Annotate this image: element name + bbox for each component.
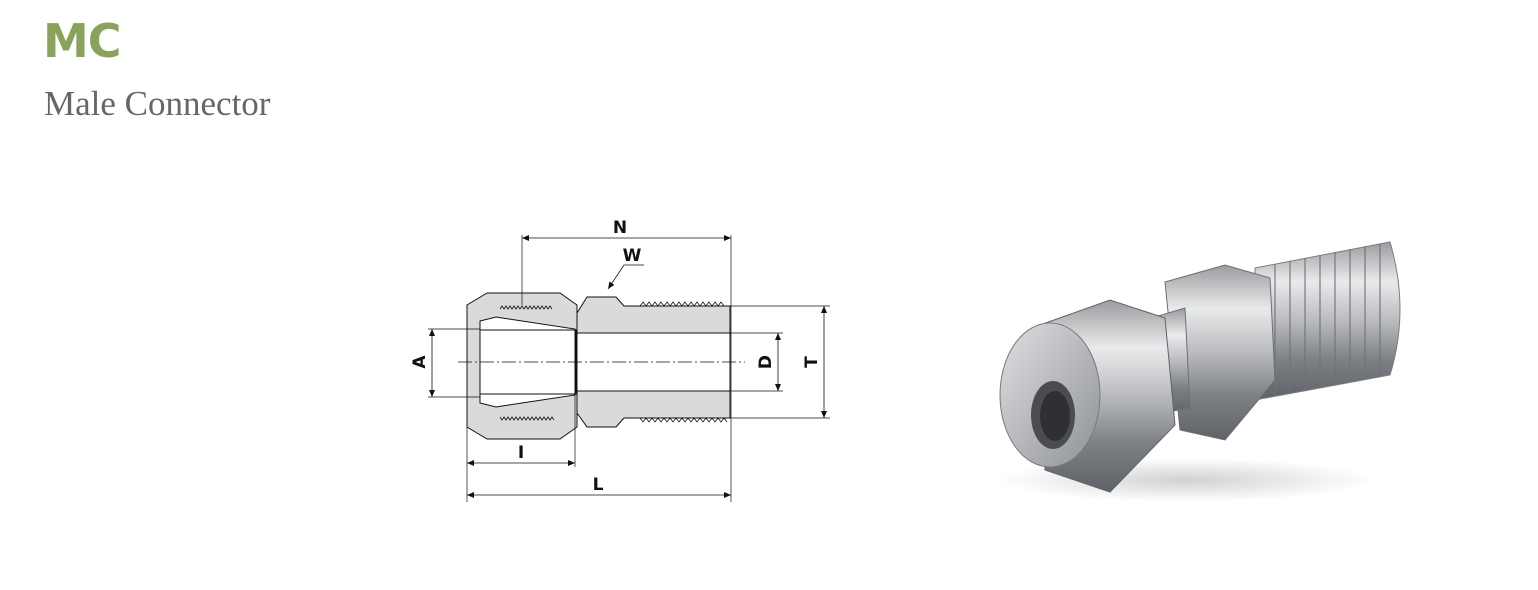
male-connector-photo xyxy=(995,241,1401,502)
label-a: A xyxy=(410,355,430,369)
label-i: I xyxy=(518,443,524,463)
thread-marks xyxy=(499,301,728,423)
product-name: Male Connector xyxy=(44,84,271,123)
label-w: W xyxy=(623,246,642,266)
dimension-drawing: N W A D T I L xyxy=(410,218,830,502)
leader-w xyxy=(607,264,644,290)
label-t: T xyxy=(802,356,822,368)
extension-lines xyxy=(428,235,830,502)
dimension-lines xyxy=(429,235,827,498)
label-d: D xyxy=(756,355,776,369)
product-code: MC xyxy=(43,14,122,68)
label-n: N xyxy=(613,218,627,238)
label-l: L xyxy=(593,475,604,495)
threaded-end xyxy=(1254,241,1401,401)
body-hex xyxy=(1164,264,1276,441)
